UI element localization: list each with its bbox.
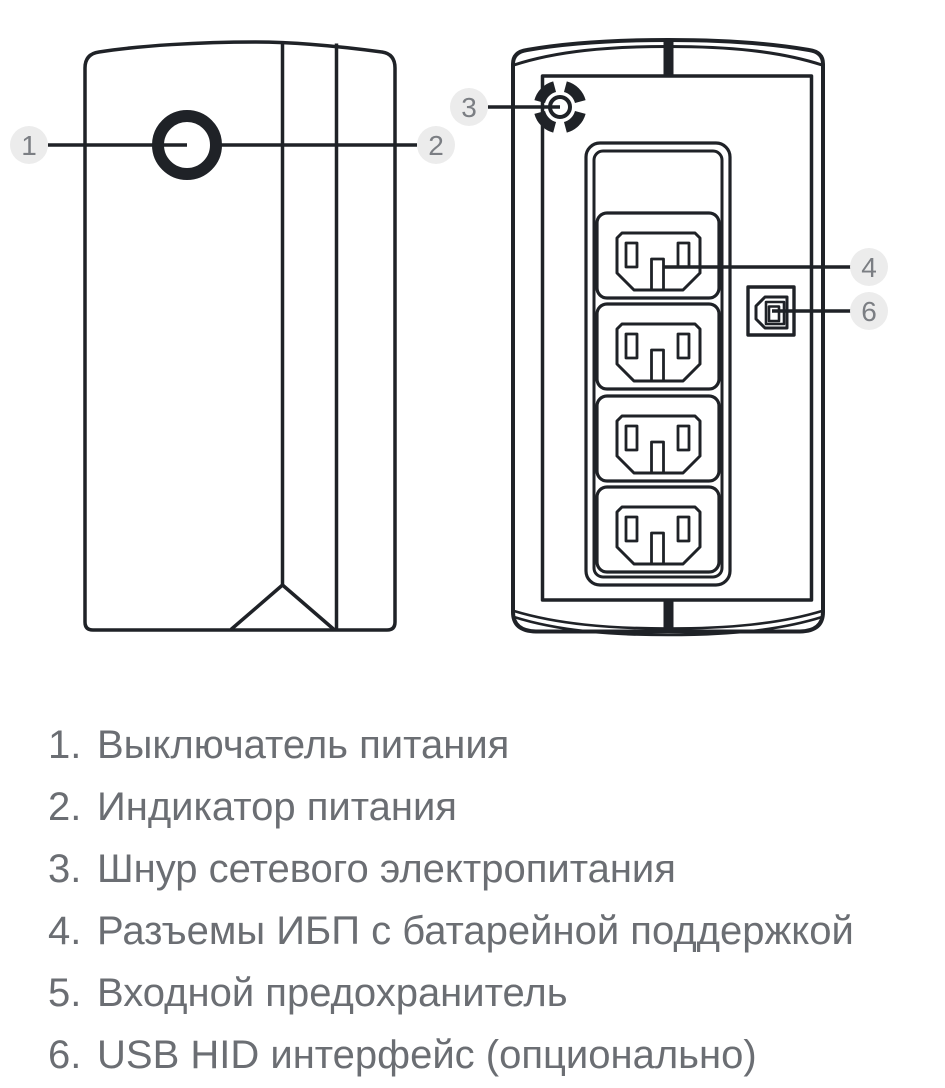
legend-item-4: 4. Разъемы ИБП с батарейной поддержкой bbox=[48, 900, 854, 962]
callout-number-1: 1 bbox=[21, 130, 37, 161]
ac-inlet-icon bbox=[534, 81, 586, 133]
back-bottom-bevel-line-lower bbox=[513, 615, 823, 637]
legend-list: 1. Выключатель питания 2. Индикатор питани… bbox=[48, 714, 854, 1086]
callout-badge-4: 4 bbox=[850, 248, 888, 286]
front-base-chevron bbox=[229, 583, 336, 631]
callout-number-4: 4 bbox=[861, 252, 877, 283]
callout-number-3: 3 bbox=[461, 92, 477, 123]
legend-item-5-number: 5. bbox=[48, 971, 82, 1015]
back-bottom-notch bbox=[663, 599, 674, 631]
callout-number-6: 6 bbox=[861, 296, 877, 327]
legend-item-1-number: 1. bbox=[48, 723, 82, 767]
front-body-outline bbox=[83, 40, 397, 632]
callout-badge-3: 3 bbox=[450, 88, 488, 126]
back-recessed-panel bbox=[540, 74, 814, 602]
iec-outlet-2 bbox=[595, 302, 721, 391]
outlet-panel-inner bbox=[592, 149, 724, 579]
legend-item-3: 3. Шнур сетевого электропитания bbox=[48, 838, 854, 900]
legend-item-2-number: 2. bbox=[48, 785, 82, 829]
legend-item-3-number: 3. bbox=[48, 847, 82, 891]
callout-badge-6: 6 bbox=[850, 292, 888, 330]
legend-item-1: 1. Выключатель питания bbox=[48, 714, 854, 776]
callout-number-2: 2 bbox=[428, 130, 444, 161]
legend-item-4-label: Разъемы ИБП с батарейной поддержкой bbox=[97, 909, 854, 953]
legend-item-2-label: Индикатор питания bbox=[97, 785, 457, 829]
legend-item-5: 5. Входной предохранитель bbox=[48, 962, 854, 1024]
legend-item-1-label: Выключатель питания bbox=[97, 723, 510, 767]
legend-item-4-number: 4. bbox=[48, 909, 82, 953]
back-view: 3 bbox=[450, 38, 888, 637]
legend-item-6-number: 6. bbox=[48, 1033, 82, 1077]
legend-item-5-label: Входной предохранитель bbox=[97, 971, 568, 1015]
iec-outlet-1 bbox=[595, 211, 721, 300]
iec-outlet-4 bbox=[595, 485, 721, 574]
callout-badge-1: 1 bbox=[10, 126, 48, 164]
legend-item-2: 2. Индикатор питания bbox=[48, 776, 854, 838]
legend-item-6-label: USB HID интерфейс (опционально) bbox=[97, 1033, 757, 1077]
outlet-panel-outer bbox=[584, 141, 732, 587]
back-body-outline bbox=[511, 38, 825, 634]
back-top-notch bbox=[663, 40, 674, 77]
iec-outlet-3 bbox=[595, 394, 721, 483]
ups-views-diagram: 1 2 bbox=[10, 38, 888, 637]
callout-badge-2: 2 bbox=[417, 126, 455, 164]
legend-item-6: 6. USB HID интерфейс (опционально) bbox=[48, 1024, 854, 1086]
legend-item-3-label: Шнур сетевого электропитания bbox=[97, 847, 676, 891]
front-view: 1 2 bbox=[10, 40, 455, 632]
